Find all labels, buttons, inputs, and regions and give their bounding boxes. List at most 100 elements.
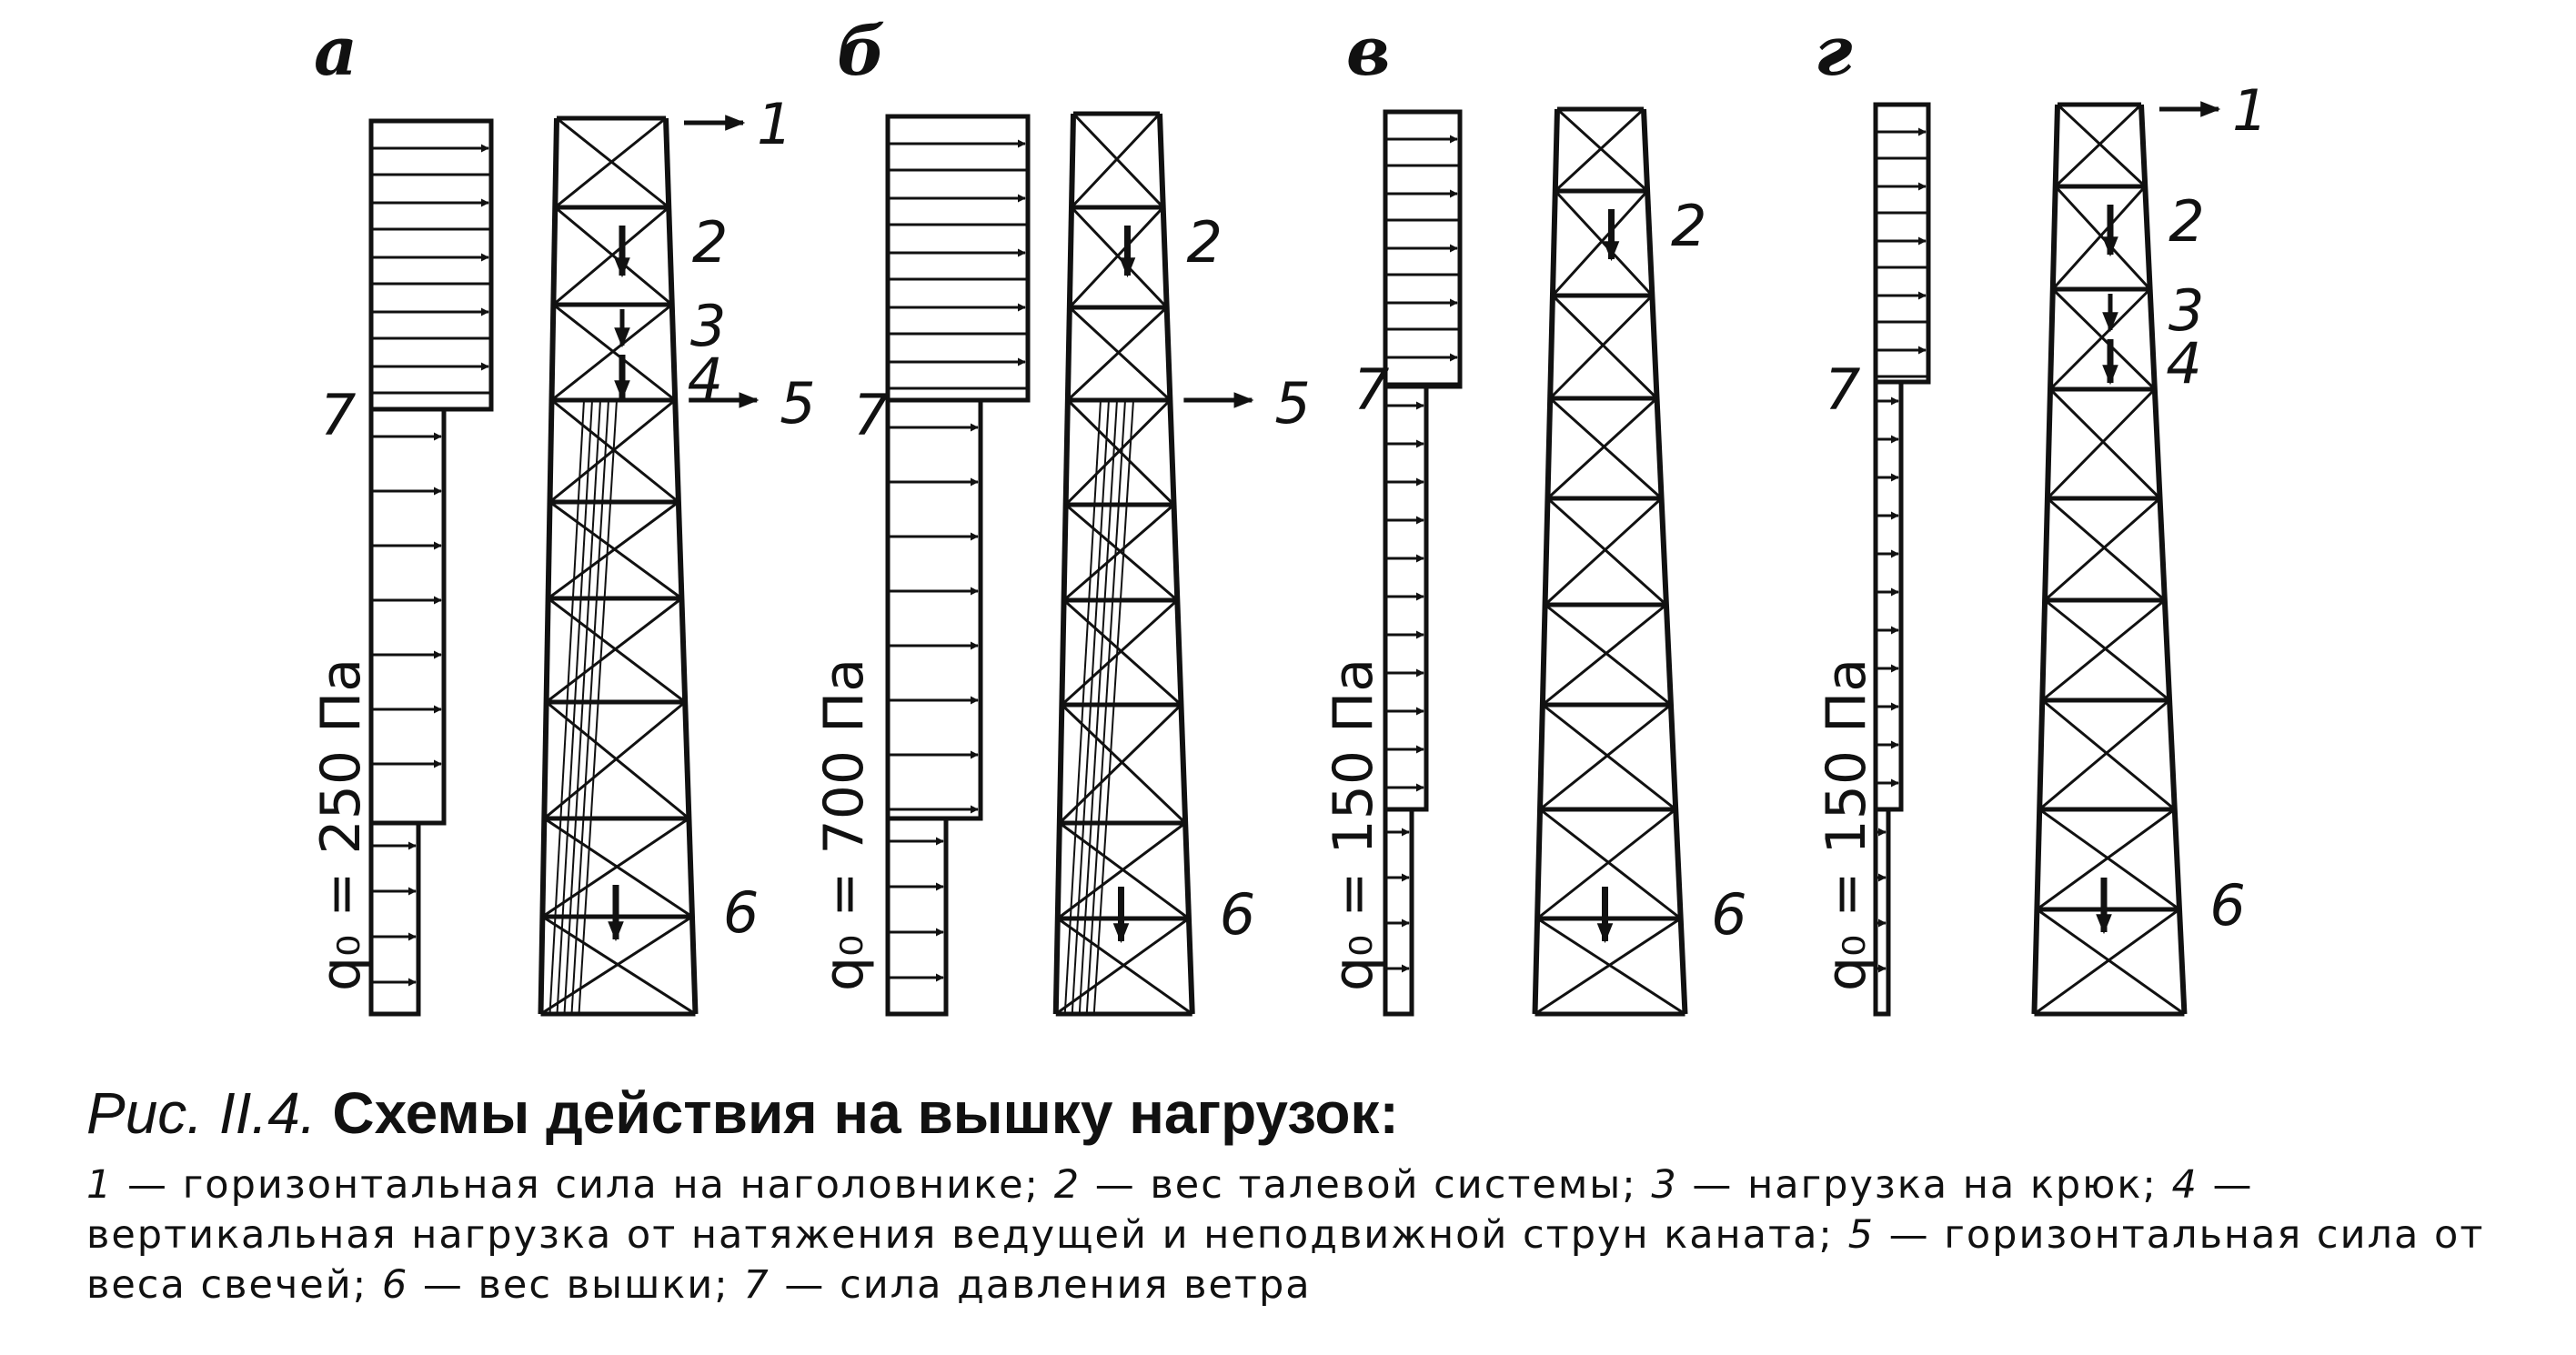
tower-brace: [2036, 808, 2176, 911]
tower-brace: [2046, 387, 2156, 500]
tower-brace: [1066, 306, 1168, 402]
tower-leg-left: [1532, 108, 1560, 1015]
tower-brace: [550, 303, 673, 402]
tower-leg-left: [1052, 113, 1076, 1015]
tower-leg-left: [2031, 104, 2060, 1015]
tower-brace: [2041, 598, 2166, 702]
tower-brace: [552, 206, 670, 306]
tower-brace: [1068, 306, 1172, 402]
tower-brace: [1555, 107, 1649, 193]
pressure-block: [368, 406, 447, 826]
tower-brace: [554, 206, 673, 306]
tower-brace: [556, 116, 670, 209]
tower-brace: [2048, 287, 2151, 391]
tower-brace: [1056, 917, 1193, 1016]
legend-num-7: 7: [743, 1261, 770, 1308]
rope-line: [1092, 399, 1134, 1015]
tower-brace: [1541, 703, 1677, 811]
tower-brace: [547, 500, 679, 600]
tower-brace: [1536, 917, 1686, 1016]
derrick-tower: [538, 115, 699, 1017]
legend-num-4: 4: [2171, 1161, 2199, 1208]
legend-text-3: — нагрузка на крюк;: [1677, 1161, 2172, 1208]
wind-pressure-diagram: [1873, 102, 1931, 1017]
load-label-6: 6: [723, 879, 759, 946]
tower-brace: [1070, 112, 1162, 209]
tower-brace: [2056, 103, 2147, 188]
tower-brace: [2038, 698, 2171, 811]
tower-leg-left: [538, 117, 559, 1015]
rope-line: [556, 399, 593, 1015]
tower-brace: [2041, 698, 2176, 811]
base-pressure-label: q₀ = 700 Па: [812, 658, 876, 991]
tower-leg-right: [1157, 113, 1195, 1015]
panel-letter: а: [314, 13, 357, 91]
caption-title: Схемы действия на вышку нагрузок:: [332, 1080, 1399, 1146]
tower-brace: [1061, 598, 1179, 707]
load-label-6: 6: [1711, 881, 1746, 948]
tower-brace: [2054, 185, 2151, 291]
derrick-tower: [1532, 106, 1688, 1017]
tower-brace: [1064, 398, 1172, 507]
tower-leg-right: [2138, 104, 2188, 1015]
tower-brace: [1072, 112, 1164, 209]
load-label-5: 5: [1274, 370, 1310, 437]
tower-brace: [1539, 703, 1672, 811]
base-pressure-label: q₀ = 150 Па: [1322, 658, 1385, 991]
wind-load-label: 7: [853, 382, 889, 448]
tower-brace: [2033, 908, 2180, 1016]
tower-brace: [1544, 603, 1672, 707]
tower-brace: [548, 500, 683, 600]
legend-num-3: 3: [1651, 1161, 1678, 1208]
tower-brace: [543, 700, 687, 820]
figure-number: Рис. II.4.: [86, 1080, 317, 1146]
tower-brace: [547, 597, 687, 704]
tower-brace: [1062, 503, 1175, 602]
derrick-tower: [1052, 111, 1195, 1017]
tower-brace: [1546, 396, 1658, 500]
load-label-6: 6: [2209, 872, 2245, 938]
legend-text-5: — горизонтальная сила от веса свечей;: [86, 1211, 2485, 1308]
tower-brace: [2044, 598, 2171, 702]
load-label-1: 1: [757, 91, 792, 157]
tower-brace: [2051, 185, 2147, 291]
derrick-tower: [2031, 102, 2188, 1017]
tower-brace: [1551, 294, 1658, 400]
tower-brace: [1058, 821, 1190, 920]
panel-letter: б: [837, 13, 885, 91]
tower-brace: [1070, 206, 1168, 309]
rope-line: [1071, 399, 1110, 1015]
tower-brace: [548, 398, 677, 504]
tower-brace: [1551, 189, 1649, 297]
legend-text-1: — горизонтальная сила на наголовнике;: [113, 1161, 1054, 1208]
tower-brace: [550, 398, 679, 504]
load-label-3: 3: [690, 293, 726, 359]
wind-pressure-diagram: [885, 114, 1031, 1017]
tower-brace: [2036, 908, 2186, 1016]
load-label-2: 2: [2168, 188, 2204, 255]
load-label-6: 6: [1220, 881, 1255, 948]
tower-brace: [2044, 497, 2161, 602]
figure-caption: Рис. II.4. Схемы действия на вышку нагру…: [86, 1080, 2506, 1310]
rope-line: [1085, 399, 1126, 1015]
wind-pressure-diagram: [1383, 109, 1463, 1017]
tower-brace: [1544, 497, 1663, 607]
tower-leg-right: [1641, 108, 1688, 1015]
tower-brace: [1062, 598, 1182, 707]
tower-brace: [1066, 398, 1175, 507]
load-label-2: 2: [692, 209, 728, 276]
tower-brace: [2038, 808, 2180, 911]
load-label-2: 2: [1186, 209, 1222, 276]
wind-pressure-diagram: [368, 118, 494, 1017]
base-pressure-label: q₀ = 250 Па: [309, 658, 373, 991]
pressure-block: [1383, 807, 1414, 1017]
rope-line: [548, 399, 585, 1015]
tower-brace: [1536, 808, 1677, 920]
tower-brace: [1549, 294, 1654, 400]
pressure-block: [1873, 102, 1931, 385]
tower-brace: [2046, 497, 2166, 602]
